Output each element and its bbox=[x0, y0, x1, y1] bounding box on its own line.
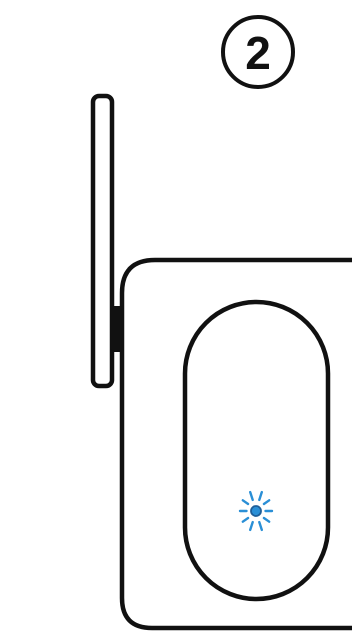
antenna-hinge bbox=[111, 306, 124, 352]
led-dot bbox=[251, 506, 261, 516]
antenna bbox=[93, 96, 112, 386]
front-panel bbox=[185, 302, 328, 599]
